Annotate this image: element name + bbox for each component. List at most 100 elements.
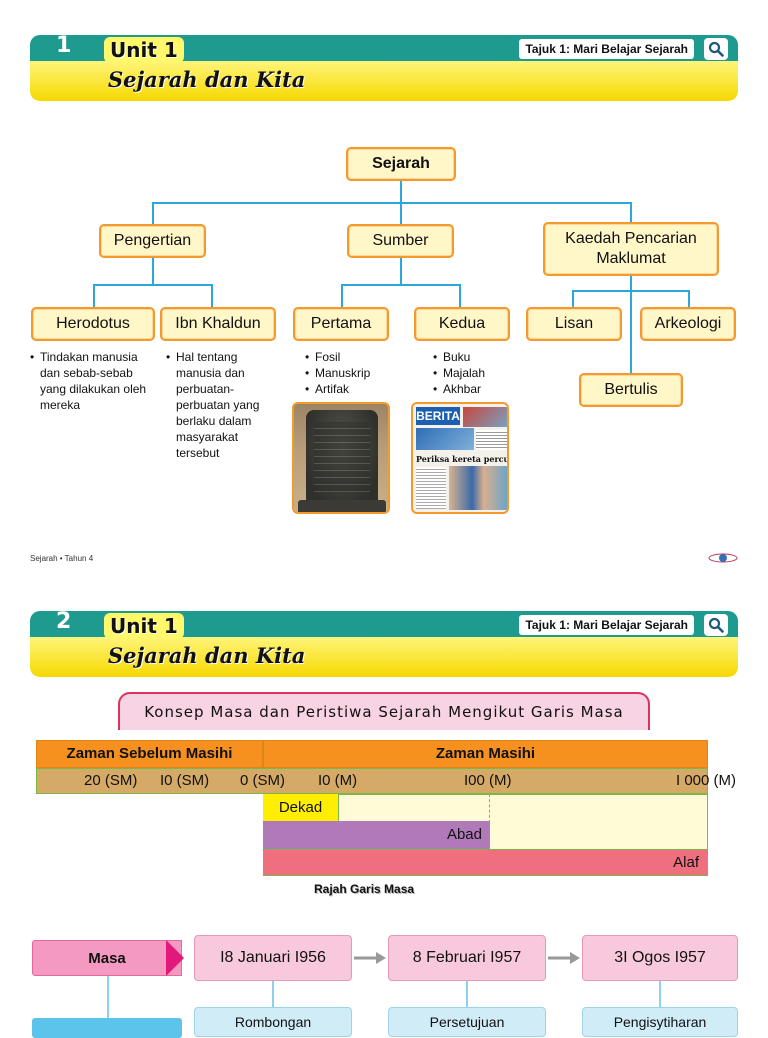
list-item: Artifak [305,381,395,397]
connector [688,290,690,308]
search-icon [708,41,724,57]
scale-tick: 20 (SM) [84,772,137,789]
connector [341,284,461,286]
ibnkhaldun-points: Hal tentang manusia dan perbuatan-perbua… [166,349,276,461]
unit-label: Unit 1 [104,37,184,63]
manuscript-stone-image [292,402,390,514]
abad-bar: Abad [263,821,490,849]
concept-title: Konsep Masa dan Peristiwa Sejarah Mengik… [118,692,650,730]
unit-title: Sejarah dan Kita [108,643,305,668]
box-herodotus: Herodotus [31,307,155,341]
list-item: Buku [433,349,523,365]
masa-label: Masa [88,950,126,967]
connector [459,284,461,308]
connector [152,258,154,284]
box-ibnkhaldun: Ibn Khaldun [160,307,276,341]
connector [272,981,274,1007]
footer-label: Sejarah • Tahun 4 [30,554,93,563]
list-item: Tindakan manusia dan sebab-sebab yang di… [30,349,155,413]
connector [93,284,213,286]
page2-header: 2 Unit 1 Sejarah dan Kita Tajuk 1: Mari … [30,611,738,677]
connector [400,202,402,226]
connector [93,284,95,308]
newspaper-masthead: BERITA [416,407,460,425]
connector [152,202,632,204]
connector [466,981,468,1007]
connector [630,202,632,224]
box-arkeologi: Arkeologi [640,307,736,341]
root-box-sejarah: Sejarah [346,147,456,181]
tajuk-label: Tajuk 1: Mari Belajar Sejarah [519,615,694,635]
masa-arrow-tip [166,940,184,976]
list-item: Majalah [433,365,523,381]
list-item: Fosil [305,349,395,365]
event-box: Pengisytiharan [582,1007,738,1037]
list-item: Hal tentang manusia dan perbuatan-perbua… [166,349,276,461]
box-pengertian: Pengertian [99,224,206,258]
newspaper-column-text [476,430,507,450]
arrow-icon [548,950,580,966]
date-box: 8 Februari I957 [388,935,546,981]
newspaper-blue-band [416,428,474,450]
connector [152,202,154,226]
connector [211,284,213,308]
unit-label: Unit 1 [104,613,184,639]
box-sumber: Sumber [347,224,454,258]
scale-tick: 0 (SM) [240,772,285,789]
scale-tick: I00 (M) [464,772,512,789]
connector [341,284,343,308]
abad-divider [489,794,490,849]
search-button[interactable] [704,38,728,60]
page-number: 2 [56,611,71,634]
newspaper-body-text [416,467,446,509]
date-box: 3I Ogos I957 [582,935,738,981]
era-bc-label: Zaman Sebelum Masihi [67,745,233,762]
connector [630,274,632,374]
event-box: Rombongan [194,1007,352,1037]
box-kedua: Kedua [414,307,510,341]
masa-label-box: Masa [32,940,182,976]
connector [572,290,574,308]
newspaper-photo-people [449,466,507,510]
connector [659,981,661,1007]
connector [107,976,109,1024]
pertama-points: Fosil Manuskrip Artifak [305,349,395,397]
list-item: Manuskrip [305,365,395,381]
era-ad-bar: Zaman Masihi [263,740,708,768]
arrow-icon [354,950,386,966]
scale-tick: I 000 (M) [676,772,736,789]
connector [572,290,690,292]
unit-title: Sejarah dan Kita [108,67,305,92]
connector [400,181,402,203]
box-kaedah: Kaedah Pencarian Maklumat [543,222,719,276]
date-box: I8 Januari I956 [194,935,352,981]
era-bc-bar: Zaman Sebelum Masihi [36,740,263,768]
dekad-bar: Dekad [263,794,339,821]
newspaper-image: BERITA Periksa kereta percuma [411,402,509,514]
era-ad-label: Zaman Masihi [436,745,535,762]
concept-title-text: Konsep Masa dan Peristiwa Sejarah Mengik… [144,703,624,721]
event-box: Persetujuan [388,1007,546,1037]
stone-inscription [314,422,370,492]
abad-label: Abad [447,826,482,843]
newspaper-headline: Periksa kereta percuma [416,454,508,464]
box-pertama: Pertama [293,307,389,341]
list-item: Akhbar [433,381,523,397]
scale-tick: I0 (SM) [160,772,209,789]
scale-tick: I0 (M) [318,772,357,789]
box-bertulis: Bertulis [579,373,683,407]
dekad-label: Dekad [279,799,322,816]
tajuk-label: Tajuk 1: Mari Belajar Sejarah [519,39,694,59]
alaf-label: Alaf [673,854,699,871]
page1-header: 1 Unit 1 Sejarah dan Kita Tajuk 1: Mari … [30,35,738,101]
event-label-box [32,1018,182,1038]
connector [400,258,402,284]
newspaper-top-photo [463,407,507,427]
herodotus-points: Tindakan manusia dan sebab-sebab yang di… [30,349,155,413]
publisher-logo [708,551,738,563]
stone-base [298,500,386,514]
box-lisan: Lisan [526,307,622,341]
search-button[interactable] [704,614,728,636]
chart-caption: Rajah Garis Masa [314,882,414,896]
search-icon [708,617,724,633]
